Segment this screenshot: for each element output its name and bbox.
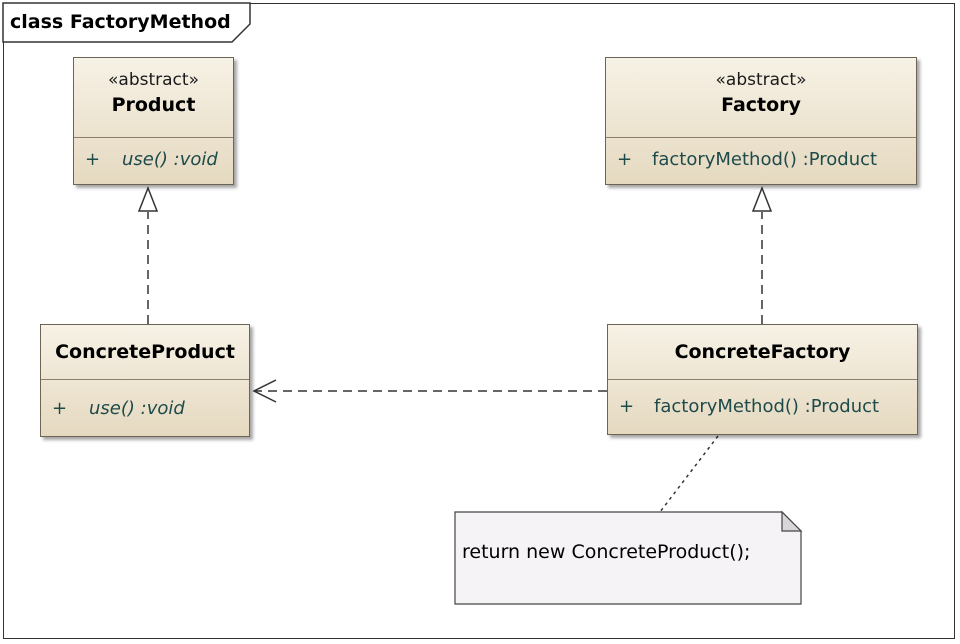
- concrete-factory-op-visibility: +: [619, 396, 635, 417]
- concrete-factory-op-signature: factoryMethod() :Product: [654, 396, 880, 417]
- frame-title: class FactoryMethod: [10, 11, 231, 33]
- product-name: Product: [111, 94, 196, 116]
- product-operation: + use() :void: [74, 138, 233, 184]
- note-anchor-line: [659, 435, 719, 513]
- realization-arrowhead-factory: [751, 185, 773, 212]
- class-factory[interactable]: «abstract» Factory + factoryMethod() :Pr…: [605, 57, 917, 185]
- factory-operation: + factoryMethod() :Product: [606, 138, 916, 184]
- product-stereotype: «abstract»: [108, 70, 199, 90]
- diagram-frame: [3, 3, 955, 639]
- factory-op-signature: factoryMethod() :Product: [652, 149, 878, 170]
- product-op-visibility: +: [85, 149, 101, 170]
- concrete-factory-operation: + factoryMethod() :Product: [608, 380, 917, 434]
- concrete-product-name: ConcreteProduct: [55, 341, 235, 363]
- dependency-arrowhead: [252, 379, 277, 403]
- note-shape: [454, 511, 802, 605]
- concrete-factory-name: ConcreteFactory: [674, 341, 851, 363]
- class-concrete-factory[interactable]: ConcreteFactory + factoryMethod() :Produ…: [607, 324, 918, 435]
- note-text: return new ConcreteProduct();: [462, 541, 751, 563]
- realization-arrowhead-product: [137, 185, 159, 212]
- class-product[interactable]: «abstract» Product + use() :void: [73, 57, 234, 185]
- note-folded-corner: [781, 510, 803, 532]
- concrete-product-op-signature: use() :void: [89, 398, 185, 419]
- concrete-product-op-visibility: +: [52, 398, 68, 419]
- frame-title-tab: [2, 2, 251, 43]
- concrete-product-operation: + use() :void: [41, 380, 249, 436]
- factory-stereotype: «abstract»: [715, 70, 807, 90]
- class-concrete-product[interactable]: ConcreteProduct + use() :void: [40, 324, 250, 437]
- factory-name: Factory: [721, 94, 801, 116]
- factory-op-visibility: +: [617, 149, 633, 170]
- product-op-signature: use() :void: [122, 149, 218, 170]
